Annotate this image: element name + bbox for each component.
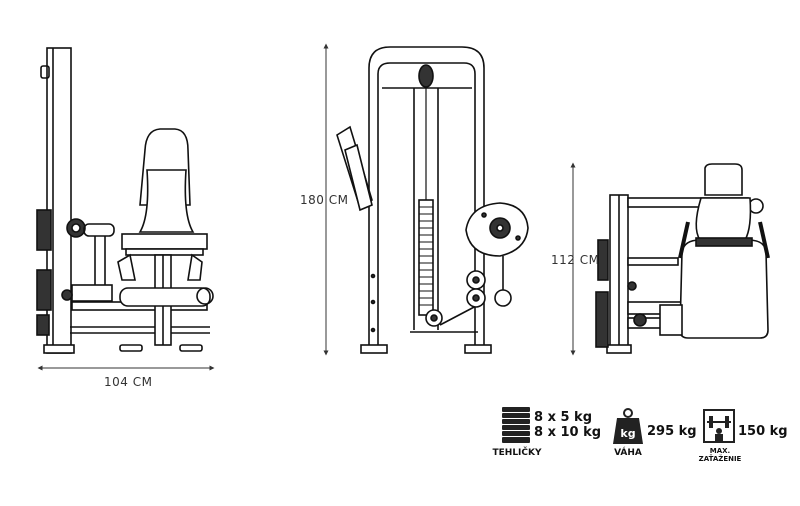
weight-value: 295 kg [647, 424, 697, 439]
bricks-caption: TEHLIČKY [492, 448, 542, 458]
max-load-value: 150 kg [738, 424, 788, 439]
width-dimension-label: 104 CM [104, 375, 153, 389]
seat-height-dimension-label: 112 CM [551, 253, 600, 267]
back-view [595, 163, 770, 354]
weight-bag-icon: kg [613, 408, 643, 444]
bricks-line-1: 8 x 5 kg [534, 410, 593, 425]
max-load-caption: MAX. ZAŤAŽENIE [694, 447, 746, 463]
side-view [36, 47, 214, 354]
height-dimension-label: 180 CM [300, 193, 349, 207]
weight-caption: VÁHA [614, 448, 642, 458]
weight-stack-icon [502, 407, 530, 443]
front-view [336, 46, 529, 354]
bricks-line-2: 8 x 10 kg [534, 425, 602, 440]
weight-bag-icon-text: kg [620, 427, 635, 440]
max-load-caption-line-1: MAX. [709, 447, 731, 455]
max-load-caption-line-2: ZAŤAŽENIE [698, 455, 742, 463]
bricks-spec: 8 x 5 kg 8 x 10 kg [534, 410, 601, 440]
barbell-max-icon [703, 409, 735, 443]
